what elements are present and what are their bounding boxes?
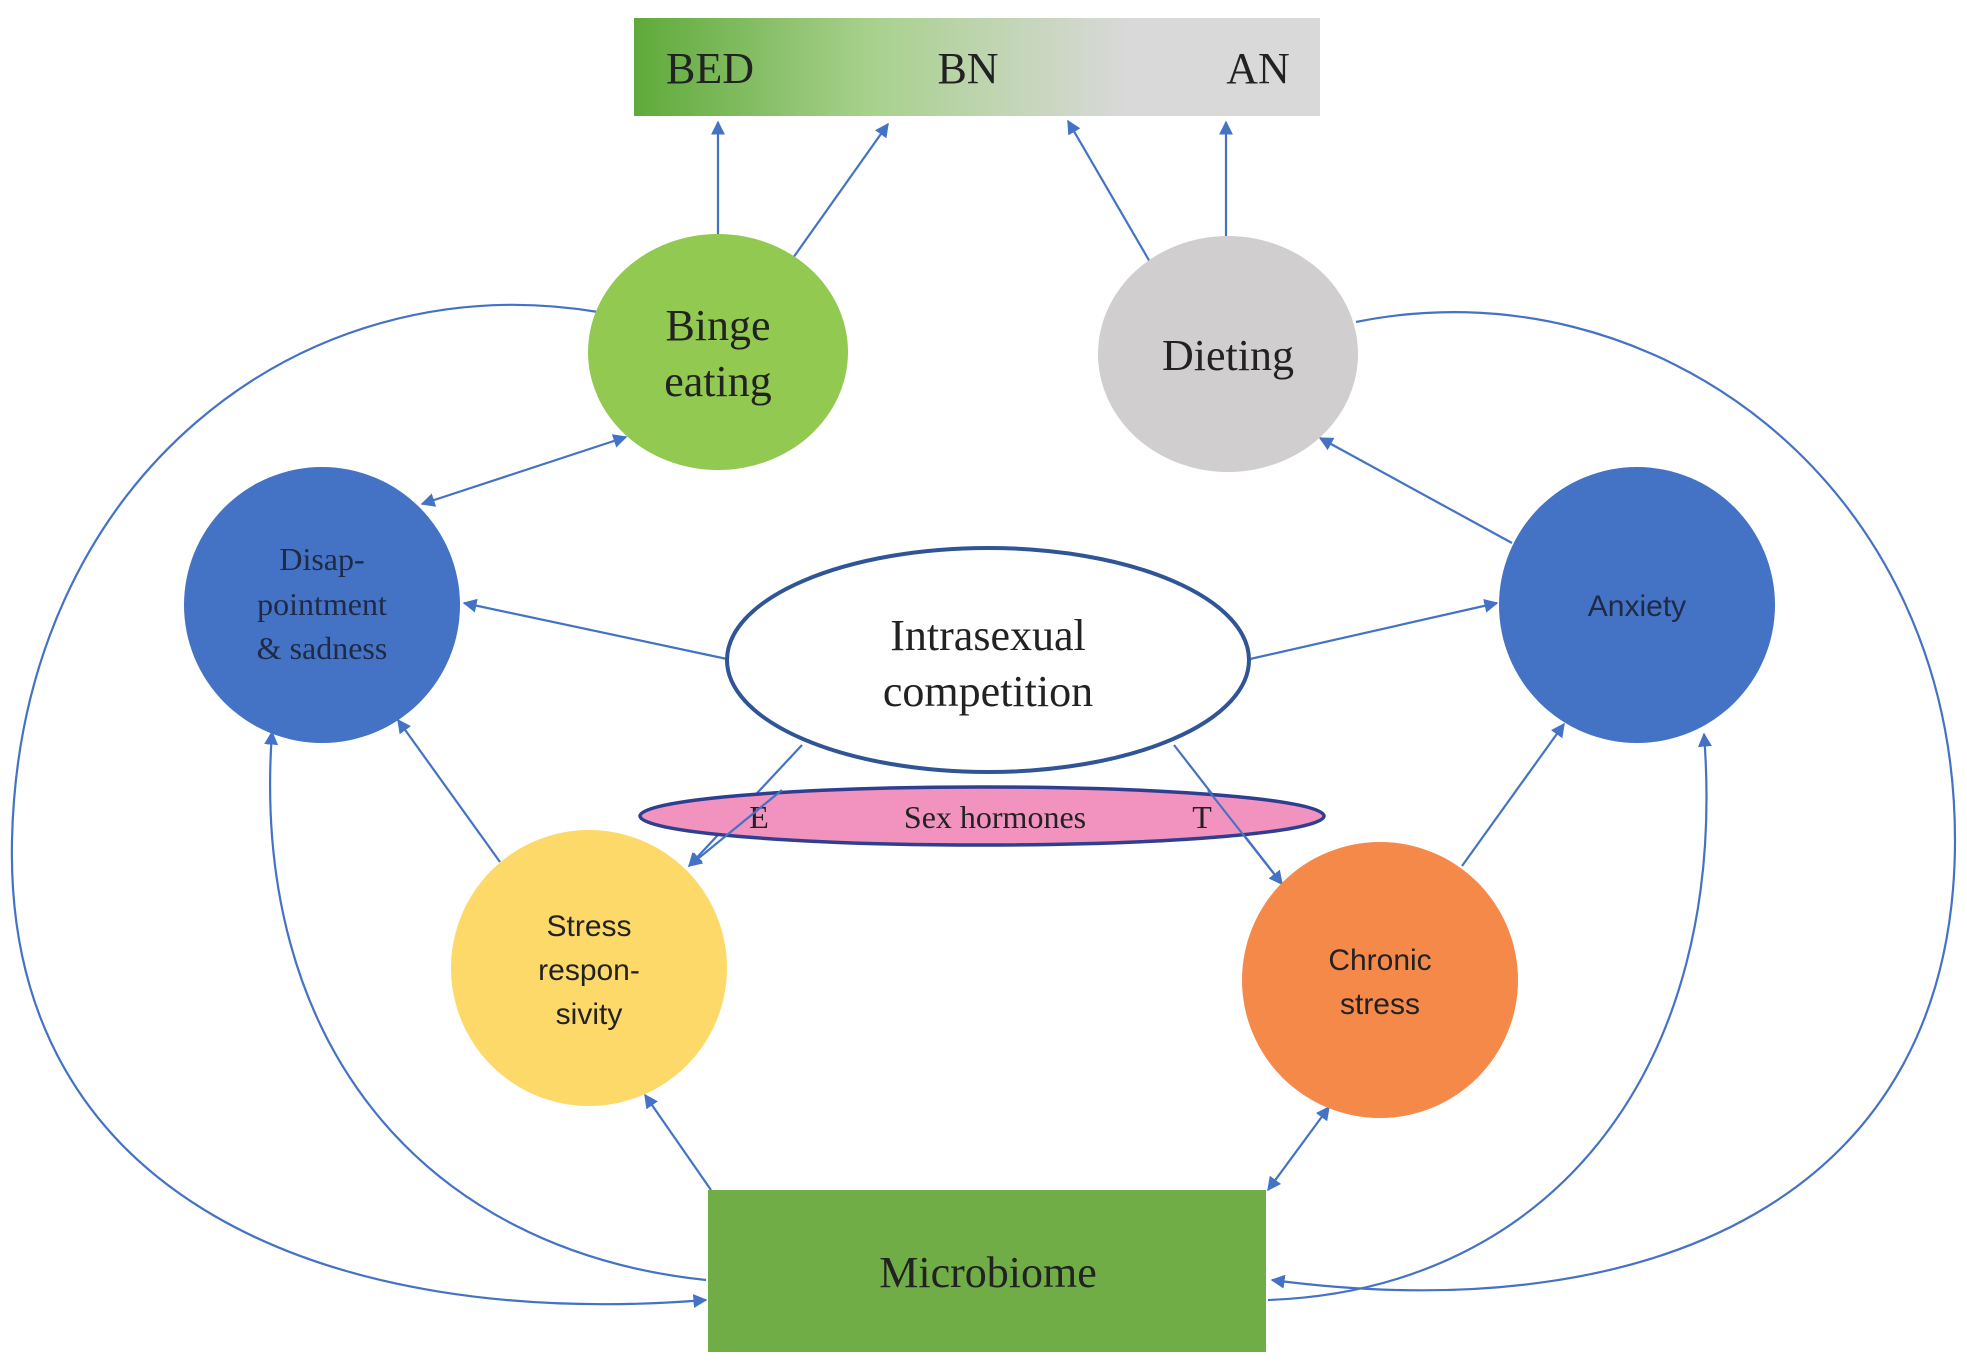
arrow-disappointment-binge	[420, 434, 628, 507]
sex-hormones-ellipse	[638, 785, 1326, 847]
arrow-microbiome-to-stress-responsivity	[644, 1093, 712, 1191]
stress-responsivity-line-3: sivity	[556, 998, 623, 1031]
spectrum-gradient	[634, 18, 1320, 116]
loop-binge-microbiome	[10, 303, 708, 1308]
node-disappointment: Disap- pointment & sadness	[184, 467, 460, 743]
dieting-circle	[1098, 236, 1358, 472]
node-anxiety: Anxiety	[1499, 467, 1775, 743]
disappointment-line-3: & sadness	[257, 630, 388, 666]
stress-responsivity-line-1: Stress	[546, 910, 631, 943]
chronic-stress-line-1: Chronic	[1328, 944, 1431, 977]
dieting-label: Dieting	[1162, 331, 1294, 380]
spectrum-label-bn: BN	[937, 44, 998, 93]
arrow-anxiety-to-dieting	[1318, 437, 1513, 544]
arrow-competition-to-disappointment	[462, 598, 728, 661]
arrow-competition-to-anxiety	[1249, 598, 1499, 661]
competition-line-1: Intrasexual	[890, 611, 1085, 660]
microbiome-label: Microbiome	[879, 1248, 1097, 1297]
spectrum-bar: BED BN AN	[634, 18, 1320, 116]
microbiome-box	[708, 1190, 1266, 1352]
node-intrasexual-competition: Intrasexual competition	[725, 546, 1251, 774]
arrow-stress-responsivity-to-disappointment	[397, 718, 501, 863]
node-sex-hormones: Sex hormones E T	[638, 785, 1326, 847]
binge-eating-line-2: eating	[664, 357, 772, 406]
arrow-microbiome-chronic-stress	[1267, 1105, 1330, 1192]
anxiety-label: Anxiety	[1588, 590, 1686, 623]
loop-dieting-microbiome	[1270, 311, 1957, 1292]
disappointment-circle	[184, 467, 460, 743]
disappointment-line-2: pointment	[257, 586, 387, 622]
anxiety-circle	[1499, 467, 1775, 743]
node-chronic-stress: Chronic stress	[1242, 842, 1518, 1118]
sex-hormones-marker-e: E	[749, 799, 769, 835]
node-binge-eating: Binge eating	[588, 234, 848, 470]
sex-hormones-marker-t: T	[1192, 799, 1212, 835]
chronic-stress-line-2: stress	[1340, 988, 1420, 1021]
loop-anxiety-microbiome	[1267, 732, 1712, 1302]
stress-responsivity-circle	[451, 830, 727, 1106]
binge-eating-line-1: Binge	[665, 301, 770, 350]
competition-line-2: competition	[883, 667, 1093, 716]
loop-microbiome-disappointment	[264, 730, 707, 1282]
stress-responsivity-line-2: respon-	[538, 954, 640, 987]
node-microbiome: Microbiome	[708, 1190, 1266, 1352]
arrow-chronic-stress-to-anxiety	[1461, 722, 1565, 867]
sex-hormones-label: Sex hormones	[904, 799, 1086, 835]
spectrum-label-bed: BED	[666, 44, 754, 93]
chronic-stress-circle	[1242, 842, 1518, 1118]
spectrum-label-an: AN	[1226, 44, 1290, 93]
disappointment-line-1: Disap-	[279, 541, 364, 577]
arrow-competition-to-chronic-stress-overlay	[1207, 789, 1283, 886]
arrow-binge-to-bn	[792, 122, 889, 259]
node-dieting: Dieting	[1098, 236, 1358, 472]
arrow-dieting-to-bn	[1067, 119, 1151, 263]
arrow-competition-to-stress-responsivity-overlay	[687, 789, 783, 867]
binge-eating-circle	[588, 234, 848, 470]
connectors	[10, 119, 1957, 1308]
competition-ellipse	[725, 546, 1251, 774]
node-stress-responsivity: Stress respon- sivity	[451, 830, 727, 1106]
